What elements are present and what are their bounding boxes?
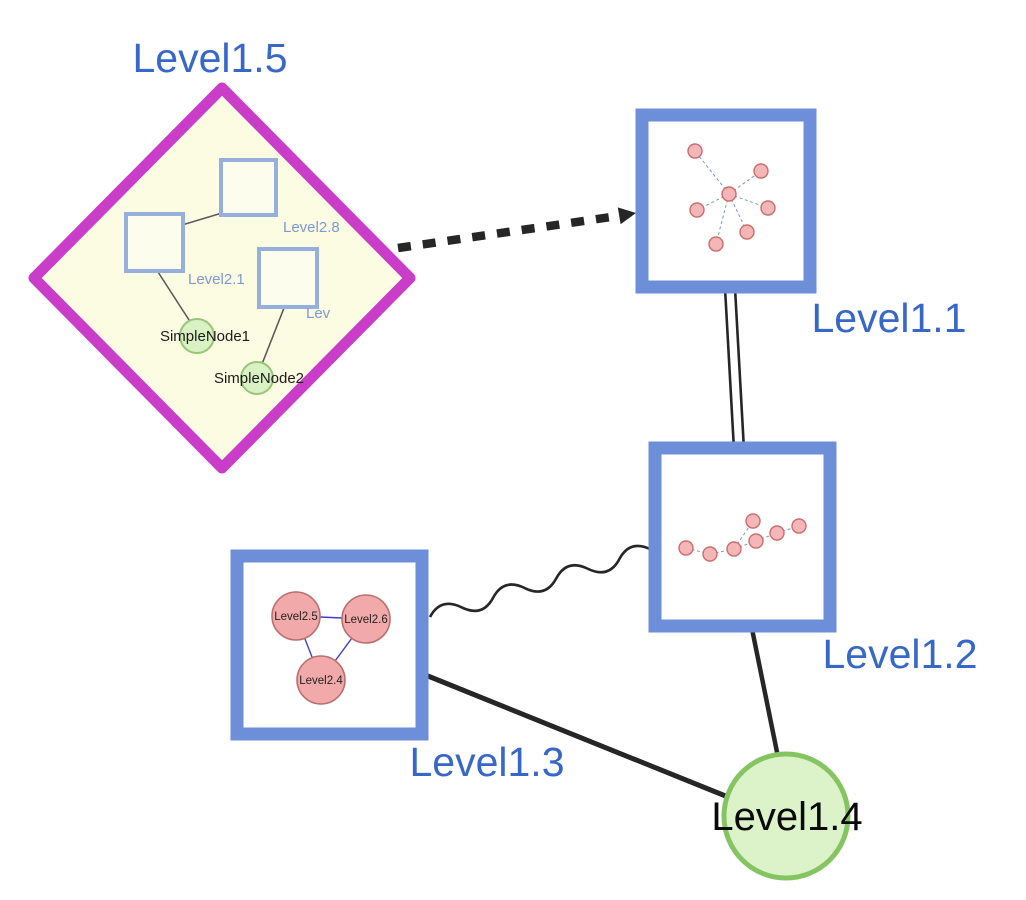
mini-node[interactable]	[760, 200, 776, 216]
mini-node[interactable]	[726, 541, 742, 557]
node-level2-6[interactable]	[341, 594, 391, 644]
edge-level15-to-level11[interactable]	[397, 207, 636, 253]
edge-level13-to-level14[interactable]	[422, 671, 734, 802]
label-level2-5: Level2.5	[274, 611, 317, 623]
edge-lev-to-simplenode2	[261, 307, 285, 365]
node-level1-3[interactable]: Level2.5 Level2.6 Level2.4	[230, 549, 429, 741]
node-level2-5[interactable]	[271, 591, 321, 641]
node-level1-5[interactable]: Level2.8 Level2.1 Lev SimpleNode1 Simple…	[28, 82, 416, 474]
label-simplenode2: SimpleNode2	[214, 370, 304, 387]
mini-node[interactable]	[791, 518, 807, 534]
node-level2-x[interactable]	[257, 247, 319, 309]
node-level2-4[interactable]	[296, 655, 346, 705]
mini-node[interactable]	[702, 546, 718, 562]
label-level2-x: Lev	[306, 305, 331, 322]
label-level2-6: Level2.6	[344, 614, 387, 626]
node-simplenode2[interactable]	[240, 361, 274, 395]
mini-node[interactable]	[739, 224, 755, 240]
mini-graph-level1-1	[687, 143, 776, 252]
mini-graph-level1-2	[678, 513, 807, 562]
node-level1-1[interactable]	[635, 108, 817, 294]
edge-level21-to-simplenode1	[157, 271, 192, 324]
edge-level28-to-level21	[181, 212, 223, 226]
mini-graph-level1-3: Level2.5 Level2.6 Level2.4	[271, 591, 391, 705]
mini-node[interactable]	[687, 143, 703, 159]
node-level1-4[interactable]: Level1.4	[711, 751, 863, 881]
edge-level13-to-level12-wavy[interactable]	[428, 542, 654, 625]
label-level1-5: Level1.5	[132, 35, 287, 81]
label-level1-1: Level1.1	[811, 295, 966, 341]
label-level2-8: Level2.8	[283, 219, 340, 236]
mini-node[interactable]	[748, 533, 764, 549]
mini-node[interactable]	[745, 513, 761, 529]
label-level1-4: Level1.4	[711, 795, 862, 839]
mini-node[interactable]	[689, 202, 705, 218]
mini-node[interactable]	[721, 186, 737, 202]
edge-level11-to-level12-double[interactable]	[723, 287, 746, 451]
node-level2-1[interactable]	[124, 212, 185, 273]
arrowhead-icon	[617, 207, 636, 225]
label-level2-4: Level2.4	[299, 675, 343, 687]
label-simplenode1: SimpleNode1	[160, 328, 250, 345]
label-level1-2: Level1.2	[822, 631, 977, 677]
mini-node[interactable]	[678, 540, 694, 556]
node-level2-8[interactable]	[219, 158, 278, 217]
node-simplenode1[interactable]	[179, 318, 215, 354]
mini-node[interactable]	[753, 163, 769, 179]
label-level1-3: Level1.3	[409, 739, 564, 785]
mini-node[interactable]	[769, 525, 785, 541]
mini-node[interactable]	[708, 236, 724, 252]
edge-level12-to-level14[interactable]	[748, 623, 781, 758]
node-level1-2[interactable]	[648, 441, 837, 633]
label-level2-1: Level2.1	[188, 271, 245, 288]
